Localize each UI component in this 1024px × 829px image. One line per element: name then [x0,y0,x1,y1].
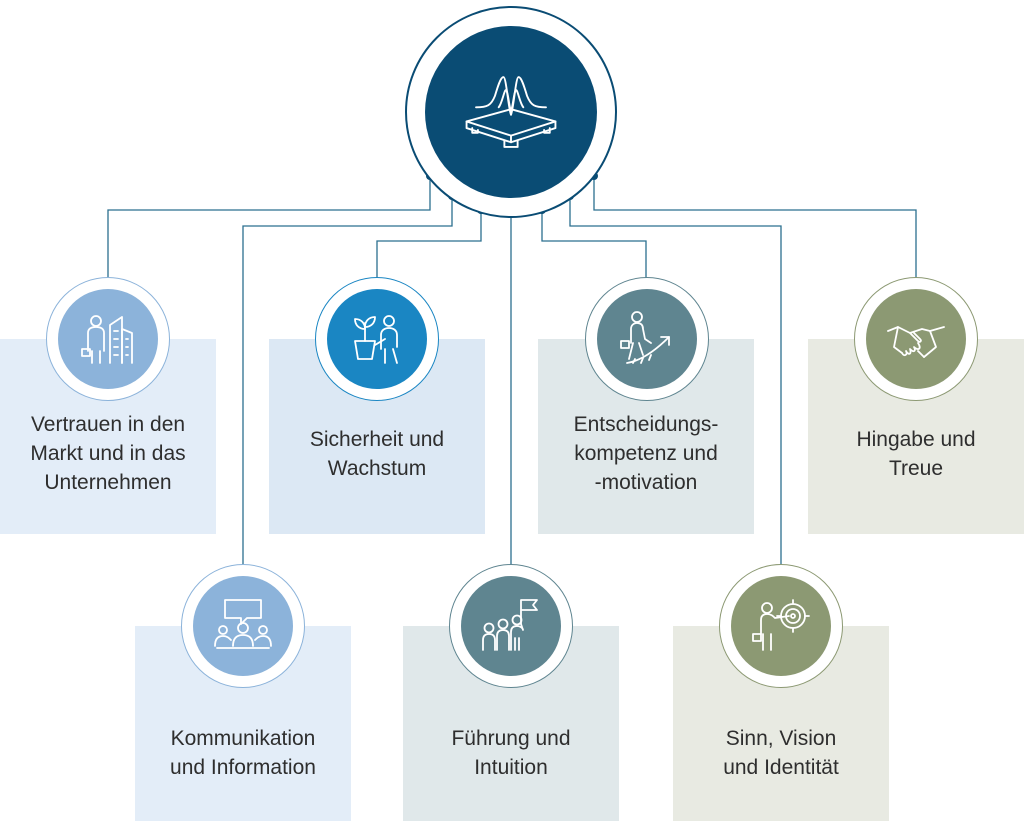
node-circle-fuehrung [449,564,573,688]
central-hub [405,6,617,218]
wave-scale-icon [465,76,557,148]
team-flag-icon [482,599,538,651]
businessman-building-icon [81,315,133,364]
box-entscheidung: Entscheidungs- kompetenz und -motivation [538,339,754,534]
node-circle-hingabe [854,277,978,401]
box-vertrauen: Vertrauen in den Markt und in das Untern… [0,339,216,534]
handshake-icon [887,326,945,358]
label-fuehrung: Führung und Intuition [451,726,571,779]
connector-kommunikation [242,196,453,565]
climbing-arrow-icon [620,311,670,364]
connector-vertrauen [107,176,431,278]
plant-person-icon [354,315,398,364]
node-circle-entscheidung [585,277,709,401]
node-circle-sicherheit [315,277,439,401]
connector-sinn [569,196,782,565]
meeting-speech-icon [214,599,272,649]
node-circle-vertrauen [46,277,170,401]
label-hingabe: Hingabe und Treue [856,427,976,480]
label-vertrauen: Vertrauen in den Markt und in das Untern… [30,413,186,494]
node-circle-kommunikation [181,564,305,688]
label-sicherheit: Sicherheit und Wachstum [309,427,445,480]
connector-entscheidung [541,210,647,278]
node-circle-sinn [719,564,843,688]
connector-sicherheit [376,210,482,278]
person-target-icon [752,599,810,651]
connector-hingabe [593,176,917,278]
label-kommunikation: Kommunikation und Information [170,726,316,779]
label-entscheidung: Entscheidungs- kompetenz und -motivation [573,413,719,494]
label-sinn: Sinn, Vision und Identität [723,726,839,779]
hub-inner [425,26,597,198]
